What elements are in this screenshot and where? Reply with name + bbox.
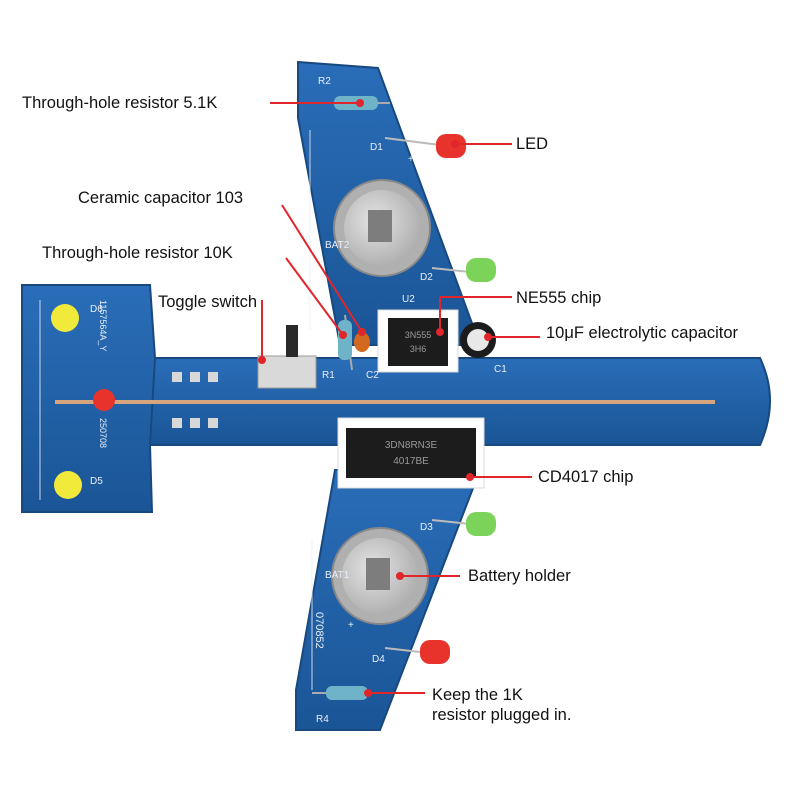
cd4017-marking-1: 3DN8RN3E: [385, 440, 438, 451]
label-resistor-10k: Through-hole resistor 10K: [42, 244, 233, 262]
electrolytic-capacitor: [460, 322, 496, 358]
label-ceramic-capacitor: Ceramic capacitor 103: [78, 189, 244, 207]
ne555-marking-1: 3N555: [405, 330, 432, 340]
silk-d1: D1: [370, 142, 383, 153]
silk-d3: D3: [420, 522, 433, 533]
silk-d4: D4: [372, 654, 385, 665]
battery-holder-bottom: [331, 527, 429, 625]
silk-c2: C2: [366, 370, 379, 381]
silk-bat1: BAT1: [325, 570, 350, 581]
label-cd4017: CD4017 chip: [538, 468, 634, 486]
tail: [21, 284, 157, 513]
label-electrolytic-capacitor: 10μF electrolytic capacitor: [546, 324, 738, 342]
silk-d6: D6: [90, 304, 103, 315]
led-d5: [54, 471, 82, 499]
tail-pads: [172, 372, 218, 428]
silk-board-id-left: 1157564A_Y: [98, 300, 108, 351]
label-keep-resistor-line2: resistor plugged in.: [432, 706, 572, 724]
label-resistor-5k1: Through-hole resistor 5.1K: [22, 94, 218, 112]
label-keep-resistor-line1: Keep the 1K: [432, 686, 523, 704]
label-battery-holder: Battery holder: [468, 567, 571, 585]
ceramic-capacitor: [354, 332, 370, 352]
resistor-10k: [338, 314, 353, 371]
silk-r1: R1: [322, 370, 335, 381]
silkscreen-lines: [39, 130, 313, 690]
label-led: LED: [516, 135, 549, 153]
silk-plus-1: +: [408, 154, 414, 165]
silk-r2: R2: [318, 76, 331, 87]
silk-plus-2: +: [348, 620, 354, 631]
leader-lines: [258, 99, 540, 697]
pcb-board: [21, 60, 771, 731]
battery-holder-top: [333, 179, 431, 277]
silk-bat2: BAT2: [325, 240, 350, 251]
led-d6: [51, 304, 79, 332]
silk-r4: R4: [316, 714, 329, 725]
led-tail-red: [93, 389, 115, 411]
label-keep-resistor: Keep the 1K resistor plugged in.: [432, 685, 652, 725]
silk-board-id-left2: 250708: [98, 418, 108, 448]
label-ne555: NE555 chip: [516, 289, 602, 307]
led-d2: [431, 258, 496, 282]
cd4017-marking-2: 4017BE: [393, 456, 429, 467]
silk-board-id-right: 070852: [313, 612, 325, 649]
ne555-marking-2: 3H6: [410, 344, 427, 354]
silk-c1: C1: [494, 364, 507, 375]
led-d3: [431, 512, 496, 536]
silk-d5: D5: [90, 476, 103, 487]
silk-d2: D2: [420, 272, 433, 283]
ne555-chip: 3N555 3H6: [377, 309, 459, 373]
label-toggle-switch: Toggle switch: [158, 293, 258, 311]
silk-u2: U2: [402, 294, 415, 305]
led-d1: [384, 134, 466, 158]
cd4017-chip: 3DN8RN3E 4017BE: [337, 417, 485, 489]
led-d4: [384, 640, 450, 664]
toggle-switch: [257, 325, 317, 389]
